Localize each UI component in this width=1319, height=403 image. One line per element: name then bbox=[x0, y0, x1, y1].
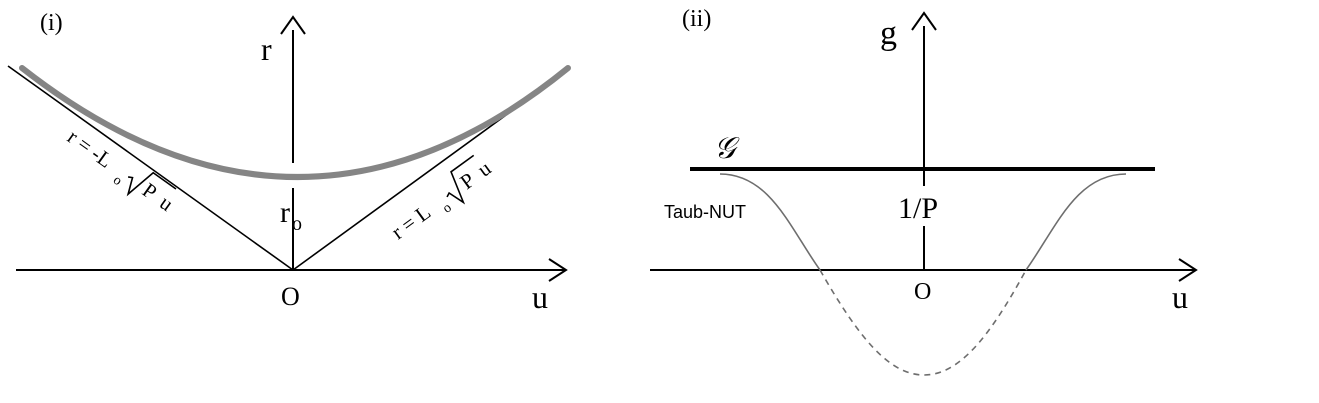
left-line-label-prefix: r = -L bbox=[63, 125, 117, 173]
u-axis-arrowhead bbox=[548, 258, 568, 282]
taub-nut-label: Taub-NUT bbox=[664, 202, 746, 222]
u-axis-label: u bbox=[532, 279, 548, 315]
g-axis-label: g bbox=[880, 15, 897, 52]
panel-i-label: (i) bbox=[40, 10, 63, 36]
r-axis-arrowhead bbox=[280, 15, 306, 35]
u-axis-arrowhead-ii bbox=[1178, 258, 1198, 282]
right-line-label-prefix: r = L bbox=[387, 200, 435, 244]
taub-nut-curve-dashed bbox=[819, 269, 1027, 376]
g-cal-label: 𝒢 bbox=[714, 132, 740, 165]
g-axis-arrowhead bbox=[911, 11, 937, 31]
r-of-u-curve bbox=[19, 65, 571, 180]
panel-ii: (ii) g u O 𝒢 1/P Taub-NUT bbox=[650, 6, 1198, 376]
u-axis-label-ii: u bbox=[1172, 279, 1188, 315]
left-light-cone-line bbox=[7, 65, 294, 271]
r-axis-label: r bbox=[261, 31, 272, 67]
right-line-sqrt-icon bbox=[446, 154, 475, 205]
origin-label: O bbox=[281, 282, 300, 311]
right-line-label: r = L o P u bbox=[387, 154, 496, 244]
r0-label: r o bbox=[280, 196, 302, 235]
one-over-p-label: 1/P bbox=[898, 192, 938, 225]
panel-i: (i) r u O r o r = -L o P u r = bbox=[7, 10, 571, 315]
origin-label-ii: O bbox=[914, 279, 931, 305]
left-line-label: r = -L o P u bbox=[63, 125, 178, 217]
r0-label-sub: o bbox=[292, 213, 302, 235]
taub-nut-curve-right bbox=[1025, 173, 1127, 271]
taub-nut-curve-left bbox=[719, 173, 821, 271]
left-line-sqrt-icon bbox=[126, 171, 177, 197]
left-line-label-sub: o bbox=[110, 173, 124, 189]
right-line-label-sub: o bbox=[440, 200, 454, 216]
panel-ii-label: (ii) bbox=[682, 6, 711, 32]
r0-label-main: r bbox=[280, 196, 290, 229]
